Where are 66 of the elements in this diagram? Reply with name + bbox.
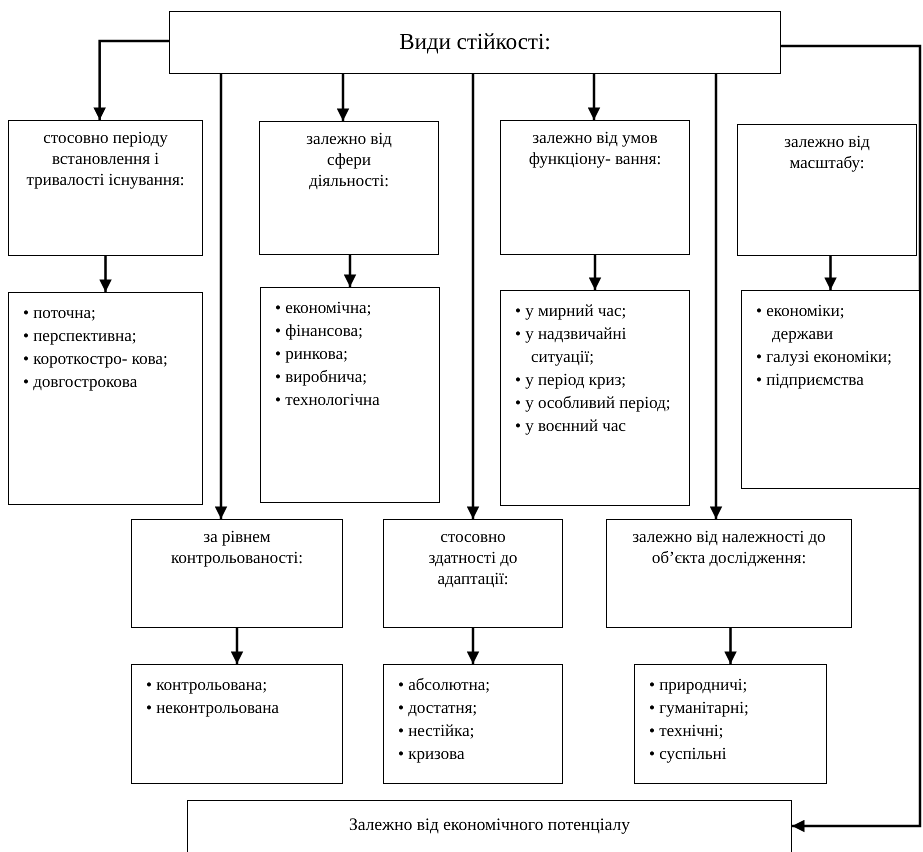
category-heading: залежно від умов функціону- вання: xyxy=(528,127,662,169)
list-item: • економічна; xyxy=(275,297,372,319)
arrow xyxy=(344,255,356,287)
list-item: • фінансова; xyxy=(275,320,364,342)
category-box xyxy=(737,124,917,256)
category-box xyxy=(383,519,563,628)
category-box xyxy=(259,121,439,255)
arrow xyxy=(466,628,480,664)
category-heading: стосовно періоду встановлення і тривалості існування: xyxy=(25,127,186,190)
list-item: • поточна; xyxy=(23,302,97,324)
arrow xyxy=(710,74,722,519)
category-box xyxy=(383,664,563,784)
list-item: • перспективна; xyxy=(23,325,138,347)
list-item: • у мирний час; xyxy=(515,300,628,322)
list-item: • ринкова; xyxy=(275,343,349,365)
arrow xyxy=(724,628,737,664)
category-heading: Залежно від економічного потенціалу xyxy=(348,813,632,835)
category-heading: стосовно здатності до адаптації: xyxy=(428,526,518,589)
list-item: • гуманітарні; xyxy=(649,697,750,719)
list-item: • у воєнний час xyxy=(515,415,627,437)
list-item: • достатня; xyxy=(398,697,478,719)
category-box xyxy=(131,664,343,784)
arrow xyxy=(588,255,602,290)
list-item: • контрольована; xyxy=(146,674,268,696)
category-box xyxy=(634,664,827,784)
arrow xyxy=(336,74,350,121)
category-box xyxy=(500,120,690,255)
list-item: • у період криз; xyxy=(515,369,628,391)
arrow xyxy=(230,628,244,664)
arrow xyxy=(466,74,480,519)
category-heading: за рівнем контрольованості: xyxy=(170,526,304,568)
list-item: • неконтрольована xyxy=(146,697,280,719)
arrow xyxy=(93,40,169,120)
category-box xyxy=(606,519,852,628)
list-item: • технологічна xyxy=(275,389,381,411)
arrow xyxy=(214,74,228,519)
list-item: • у надзвичайні ситуації; xyxy=(515,323,628,368)
category-box xyxy=(187,800,792,852)
list-item: • нестійка; xyxy=(398,720,476,742)
category-heading: залежно від сфери діяльності: xyxy=(305,128,393,191)
category-heading: залежно від масштабу: xyxy=(783,131,871,173)
list-item: • технічні; xyxy=(649,720,724,742)
list-item: • галузі економіки; xyxy=(756,346,893,368)
list-item: • виробнича; xyxy=(275,366,368,388)
list-item: • підприємства xyxy=(756,369,865,391)
arrow xyxy=(824,256,837,290)
list-item: • у особливий період; xyxy=(515,392,672,414)
category-box xyxy=(169,11,781,74)
category-heading: Види стійкості: xyxy=(398,28,552,56)
list-item: • кризова xyxy=(398,743,466,765)
list-item: • довгострокова xyxy=(23,371,138,393)
category-box xyxy=(741,290,920,489)
list-item: • короткостро- кова; xyxy=(23,348,169,370)
arrow xyxy=(781,44,922,832)
category-box xyxy=(500,290,690,506)
category-heading: залежно від належності до об’єкта дослідження: xyxy=(631,526,827,568)
category-box xyxy=(8,120,203,256)
list-item: • абсолютна; xyxy=(398,674,491,696)
list-item: • економіки; держави xyxy=(756,300,846,345)
arrow xyxy=(99,256,112,292)
arrow xyxy=(588,74,600,120)
category-box xyxy=(8,292,203,505)
list-item: • природничі; xyxy=(649,674,748,696)
category-box xyxy=(131,519,343,628)
category-box xyxy=(260,287,440,503)
list-item: • суспільні xyxy=(649,743,728,765)
